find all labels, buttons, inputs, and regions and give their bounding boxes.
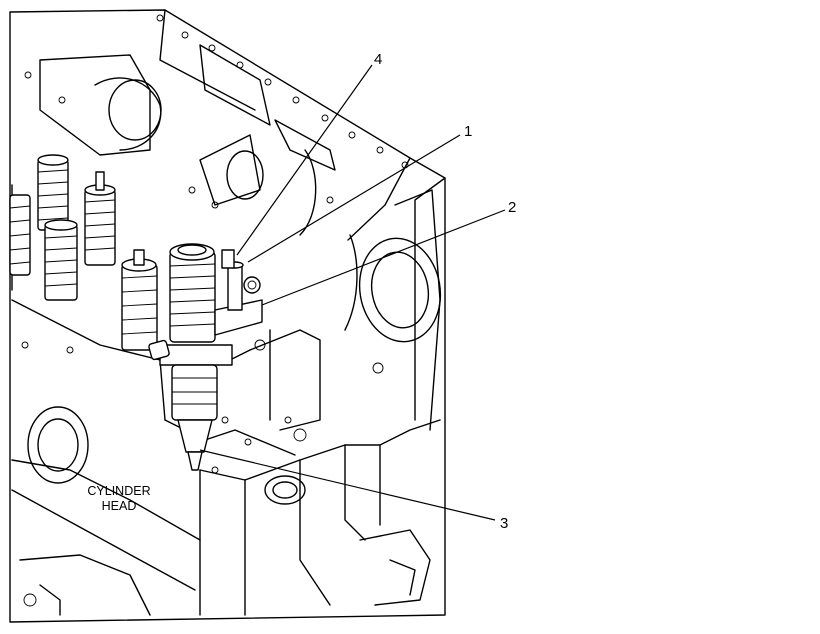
cylinder-head-label: CYLINDER HEAD: [87, 484, 150, 513]
bore-openings: [27, 79, 442, 505]
valve-spring: [37, 154, 69, 231]
callout-2: 2: [508, 199, 516, 216]
valve-springs: [9, 154, 158, 351]
bolt-holes: [21, 14, 409, 607]
cylinder-head-label-line1: CYLINDER: [87, 484, 150, 498]
leader-3: [199, 449, 496, 521]
valve-spring: [121, 249, 158, 351]
leader-4: [236, 64, 373, 256]
callout-4: 4: [374, 51, 382, 68]
leader-2: [261, 209, 506, 306]
valve-spring: [84, 171, 116, 266]
valve-spring: [9, 194, 31, 276]
callouts: 4 1 2 3: [374, 51, 516, 532]
injector-clamp: [214, 249, 263, 336]
callout-1: 1: [464, 123, 472, 140]
leader-1: [247, 134, 461, 263]
leader-lines: [199, 64, 506, 521]
valve-spring: [44, 219, 78, 301]
cylinder-head-label-line2: HEAD: [102, 499, 137, 513]
unit-injector: [148, 243, 233, 471]
callout-3: 3: [500, 515, 508, 532]
